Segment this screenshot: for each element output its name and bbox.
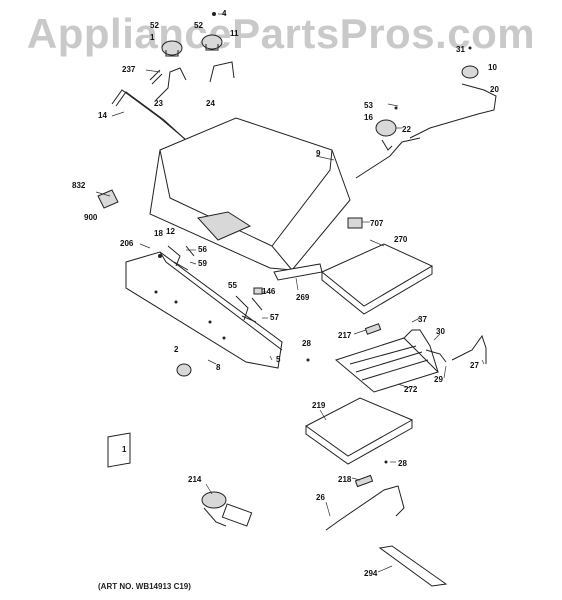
- callout: 31: [456, 45, 465, 54]
- screw-28b: [384, 460, 388, 464]
- callout: 14: [98, 111, 107, 120]
- callout: 59: [198, 259, 207, 268]
- callout: 56: [198, 245, 207, 254]
- owners-manual: [107, 432, 131, 468]
- callout: 20: [490, 85, 499, 94]
- callout: 52: [194, 21, 203, 30]
- callout: 146: [262, 287, 276, 296]
- callout: 28: [302, 339, 311, 348]
- callout: 52: [150, 21, 159, 30]
- callout: 269: [296, 293, 310, 302]
- burner-box-9: [149, 117, 351, 271]
- valve-16: [375, 106, 398, 151]
- callout: 272: [404, 385, 418, 394]
- tube-27: [451, 334, 487, 364]
- tube-20: [409, 83, 497, 139]
- screw-4: [212, 12, 216, 16]
- valve-group-56-59: [158, 245, 195, 271]
- callout: 30: [436, 327, 445, 336]
- tube-237: [149, 69, 163, 85]
- bake-plate-219: [305, 397, 414, 465]
- callout: 28: [398, 459, 407, 468]
- tube-24: [209, 61, 235, 83]
- callout: 29: [434, 375, 443, 384]
- valve-group-55-57: [235, 287, 263, 323]
- igniter-218: [354, 474, 374, 488]
- fitting-29-30: [425, 349, 447, 363]
- screw-28a: [306, 358, 310, 362]
- callout: 4: [222, 9, 227, 18]
- callout: 23: [154, 99, 163, 108]
- callout: 219: [312, 401, 326, 410]
- callout: 5: [276, 355, 281, 364]
- callout: 26: [316, 493, 325, 502]
- burner-valve-right: [201, 34, 223, 51]
- regulator-214: [201, 491, 253, 527]
- callout: 18: [154, 229, 163, 238]
- manifold-panel-5: [125, 251, 283, 369]
- callout: 27: [470, 361, 479, 370]
- burner-valve-far-right: [461, 46, 479, 79]
- tube-23: [155, 67, 187, 101]
- callout: 294: [364, 569, 378, 578]
- knob-2: [176, 363, 192, 377]
- broil-burner-272: [334, 329, 439, 393]
- igniter-217: [364, 323, 382, 335]
- callout: 218: [338, 475, 352, 484]
- burner-valve-left: [161, 40, 183, 57]
- art-number: (ART NO. WB14913 C19): [98, 582, 191, 591]
- callout: 1: [122, 445, 127, 454]
- callout: 57: [270, 313, 279, 322]
- callout: 9: [316, 149, 321, 158]
- panel-269: [273, 263, 323, 281]
- callout: 11: [230, 29, 239, 38]
- bracket-900: [97, 189, 119, 209]
- callout: 206: [120, 239, 134, 248]
- callout: 900: [84, 213, 98, 222]
- leader-lines: [95, 13, 485, 573]
- callout: 707: [370, 219, 384, 228]
- callout: 22: [402, 125, 411, 134]
- callout: 8: [216, 363, 221, 372]
- plate-270: [321, 243, 434, 315]
- callout: 10: [488, 63, 497, 72]
- rail-294: [378, 545, 448, 587]
- part-707: [347, 217, 363, 229]
- callout: 214: [188, 475, 202, 484]
- callout: 16: [364, 113, 373, 122]
- callout: 217: [338, 331, 352, 340]
- callout: 270: [394, 235, 408, 244]
- tube-22: [355, 137, 421, 179]
- bake-tube-26: [325, 485, 405, 531]
- callout: 12: [166, 227, 175, 236]
- callout: 237: [122, 65, 136, 74]
- callout: 55: [228, 281, 237, 290]
- callout: 37: [418, 315, 427, 324]
- callout: 1: [150, 33, 155, 42]
- callout: 24: [206, 99, 215, 108]
- callout: 2: [174, 345, 179, 354]
- callout: 832: [72, 181, 86, 190]
- callout: 53: [364, 101, 373, 110]
